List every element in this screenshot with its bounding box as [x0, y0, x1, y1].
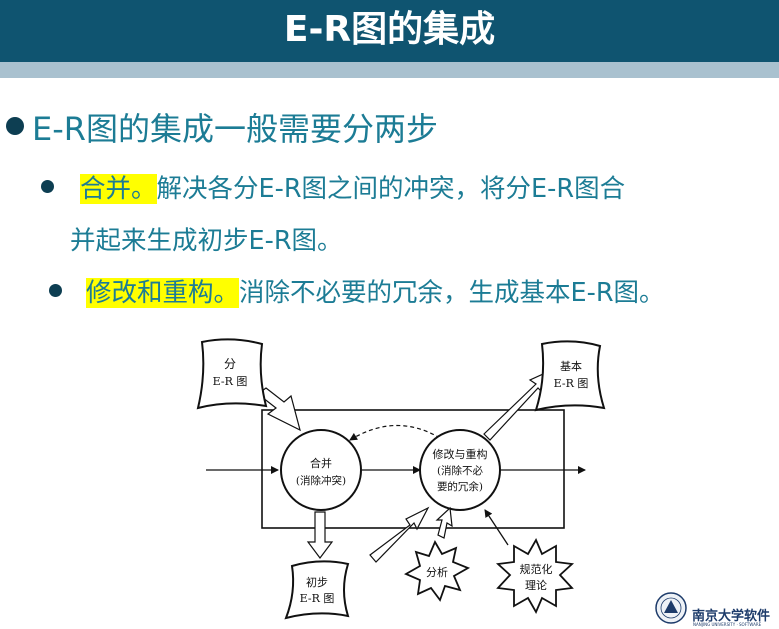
step-1-text: 解决各分E-R图之间的冲突，将分E-R图合 [156, 174, 626, 204]
merge-to-initial-arrow [306, 511, 334, 559]
er-integration-diagram: 分 E-R 图 合并 (消除冲突) 修改与重构 (消除不必 要的冗余) 初步 E… [196, 338, 606, 620]
analysis-starburst [403, 540, 471, 602]
slide-title: E-R图的集成 [283, 9, 496, 50]
normalization-label: 理论 [525, 578, 547, 592]
analysis-to-refine-arrow [435, 506, 453, 539]
process-frame [261, 409, 565, 529]
title-stripe [0, 62, 779, 78]
feedback-arrow [349, 424, 441, 441]
initial-er-label: 初步 [306, 575, 328, 589]
logo-name: 南京大学软件 [692, 609, 771, 624]
theory-to-refine-arrow [484, 509, 509, 546]
refine-label: (消除不必 [437, 464, 484, 477]
merge-label: 合并 [310, 456, 332, 470]
main-point: E-R图的集成一般需要分两步 [32, 110, 439, 148]
step-2-text: 消除不必要的冗余，生成基本E-R图。 [239, 278, 665, 308]
step-2-highlight: 修改和重构。 [86, 278, 240, 308]
university-logo-icon [655, 592, 687, 624]
sub-er-document [196, 338, 268, 410]
basic-er-label: E-R 图 [554, 377, 589, 390]
refine-label: 修改与重构 [433, 447, 488, 461]
step-2-line: 修改和重构。消除不必要的冗余，生成基本E-R图。 [86, 272, 665, 309]
analysis-label: 分析 [426, 565, 448, 579]
sub-er-label: E-R 图 [213, 375, 248, 388]
step-1-highlight: 合并。 [80, 174, 157, 204]
merge-circle [280, 429, 362, 511]
step-1-line-2: 并起来生成初步E-R图。 [70, 226, 343, 256]
initial-er-document [284, 560, 350, 620]
refine-circle [419, 429, 501, 511]
bullet-dot [6, 117, 24, 135]
logo-subtitle: NANJING UNIVERSITY · SOFTWARE [693, 622, 762, 627]
title-bar [0, 0, 779, 62]
merge-label: (消除冲突) [296, 474, 346, 487]
initial-to-refine-arrow [369, 506, 430, 563]
initial-er-label: E-R 图 [300, 592, 335, 605]
normalization-starburst [495, 537, 575, 615]
bullet-dot [49, 284, 62, 297]
refine-label: 要的冗余) [437, 480, 483, 493]
step-1-line-1: 合并。解决各分E-R图之间的冲突，将分E-R图合 [80, 168, 625, 205]
sub-er-label: 分 [224, 357, 236, 371]
bullet-dot [41, 180, 54, 193]
normalization-label: 规范化 [520, 562, 553, 576]
basic-er-label: 基本 [560, 359, 582, 373]
basic-er-document [534, 340, 606, 412]
